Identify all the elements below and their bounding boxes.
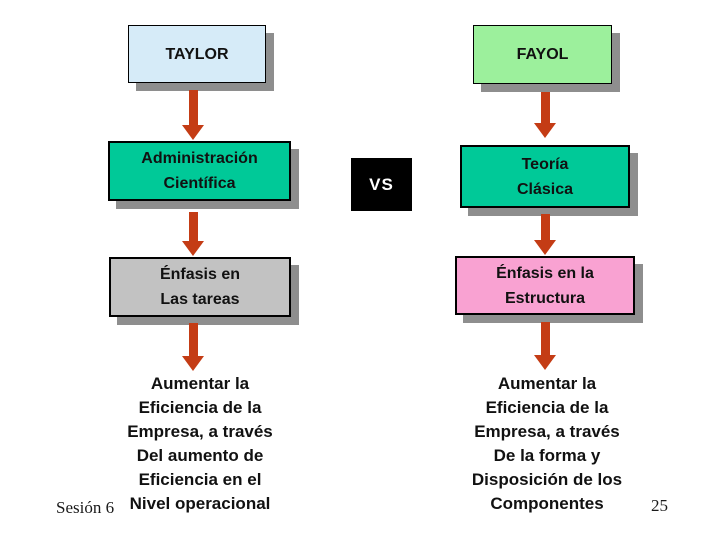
classic-theory-line: Teoría — [521, 155, 569, 173]
scientific-administration-box: Administración Científica — [108, 141, 291, 201]
arrow-shaft — [540, 322, 550, 355]
session-label: Sesión 6 — [56, 498, 115, 517]
structure-emphasis-line: Énfasis en la — [496, 264, 594, 282]
arrow-shaft — [188, 212, 198, 241]
fayol-header-label: FAYOL — [516, 46, 569, 63]
arrow-head — [534, 355, 556, 370]
arrow-head — [182, 241, 204, 256]
down-arrow-icon — [534, 322, 556, 370]
classic-theory-box: Teoría Clásica — [460, 145, 630, 208]
structure-emphasis-line: Estructura — [504, 289, 586, 307]
scientific-administration-line: Científica — [163, 175, 236, 192]
result-line: Empresa, a través — [127, 422, 273, 441]
arrow-head — [182, 356, 204, 371]
taylor-header-box: TAYLOR — [128, 25, 266, 83]
arrow-shaft — [188, 90, 198, 125]
result-line: Componentes — [490, 494, 604, 513]
tasks-emphasis-box: Énfasis en Las tareas — [109, 257, 291, 317]
result-line: Eficiencia de la — [485, 398, 609, 417]
vs-label: VS — [369, 174, 394, 194]
tasks-emphasis-line: Las tareas — [160, 291, 240, 308]
down-arrow-icon — [534, 214, 556, 255]
arrow-shaft — [540, 214, 550, 240]
result-line: Empresa, a través — [474, 422, 620, 441]
result-line: Aumentar la — [150, 374, 250, 393]
down-arrow-icon — [534, 92, 556, 138]
down-arrow-icon — [182, 90, 204, 140]
arrow-shaft — [188, 323, 198, 356]
result-line: De la forma y — [493, 446, 601, 465]
result-line: Del aumento de — [136, 446, 264, 465]
structure-emphasis-box: Énfasis en la Estructura — [455, 256, 635, 315]
down-arrow-icon — [182, 323, 204, 371]
classic-theory-line: Clásica — [516, 180, 574, 198]
result-line: Eficiencia en el — [138, 470, 262, 489]
tasks-emphasis-line: Énfasis en — [159, 266, 241, 283]
vs-badge: VS — [351, 158, 412, 211]
arrow-shaft — [540, 92, 550, 123]
taylor-result-text: Aumentar la Eficiencia de la Empresa, a … — [107, 372, 293, 516]
down-arrow-icon — [182, 212, 204, 256]
taylor-header-label: TAYLOR — [165, 45, 229, 63]
arrow-head — [182, 125, 204, 140]
result-line: Aumentar la — [497, 374, 597, 393]
fayol-header-box: FAYOL — [473, 25, 612, 84]
result-line: Disposición de los — [471, 470, 623, 489]
scientific-administration-line: Administración — [141, 150, 258, 167]
page-number: 25 — [651, 496, 668, 515]
result-line: Eficiencia de la — [138, 398, 262, 417]
fayol-result-text: Aumentar la Eficiencia de la Empresa, a … — [454, 372, 640, 516]
result-line: Nivel operacional — [129, 494, 271, 513]
arrow-head — [534, 123, 556, 138]
arrow-head — [534, 240, 556, 255]
